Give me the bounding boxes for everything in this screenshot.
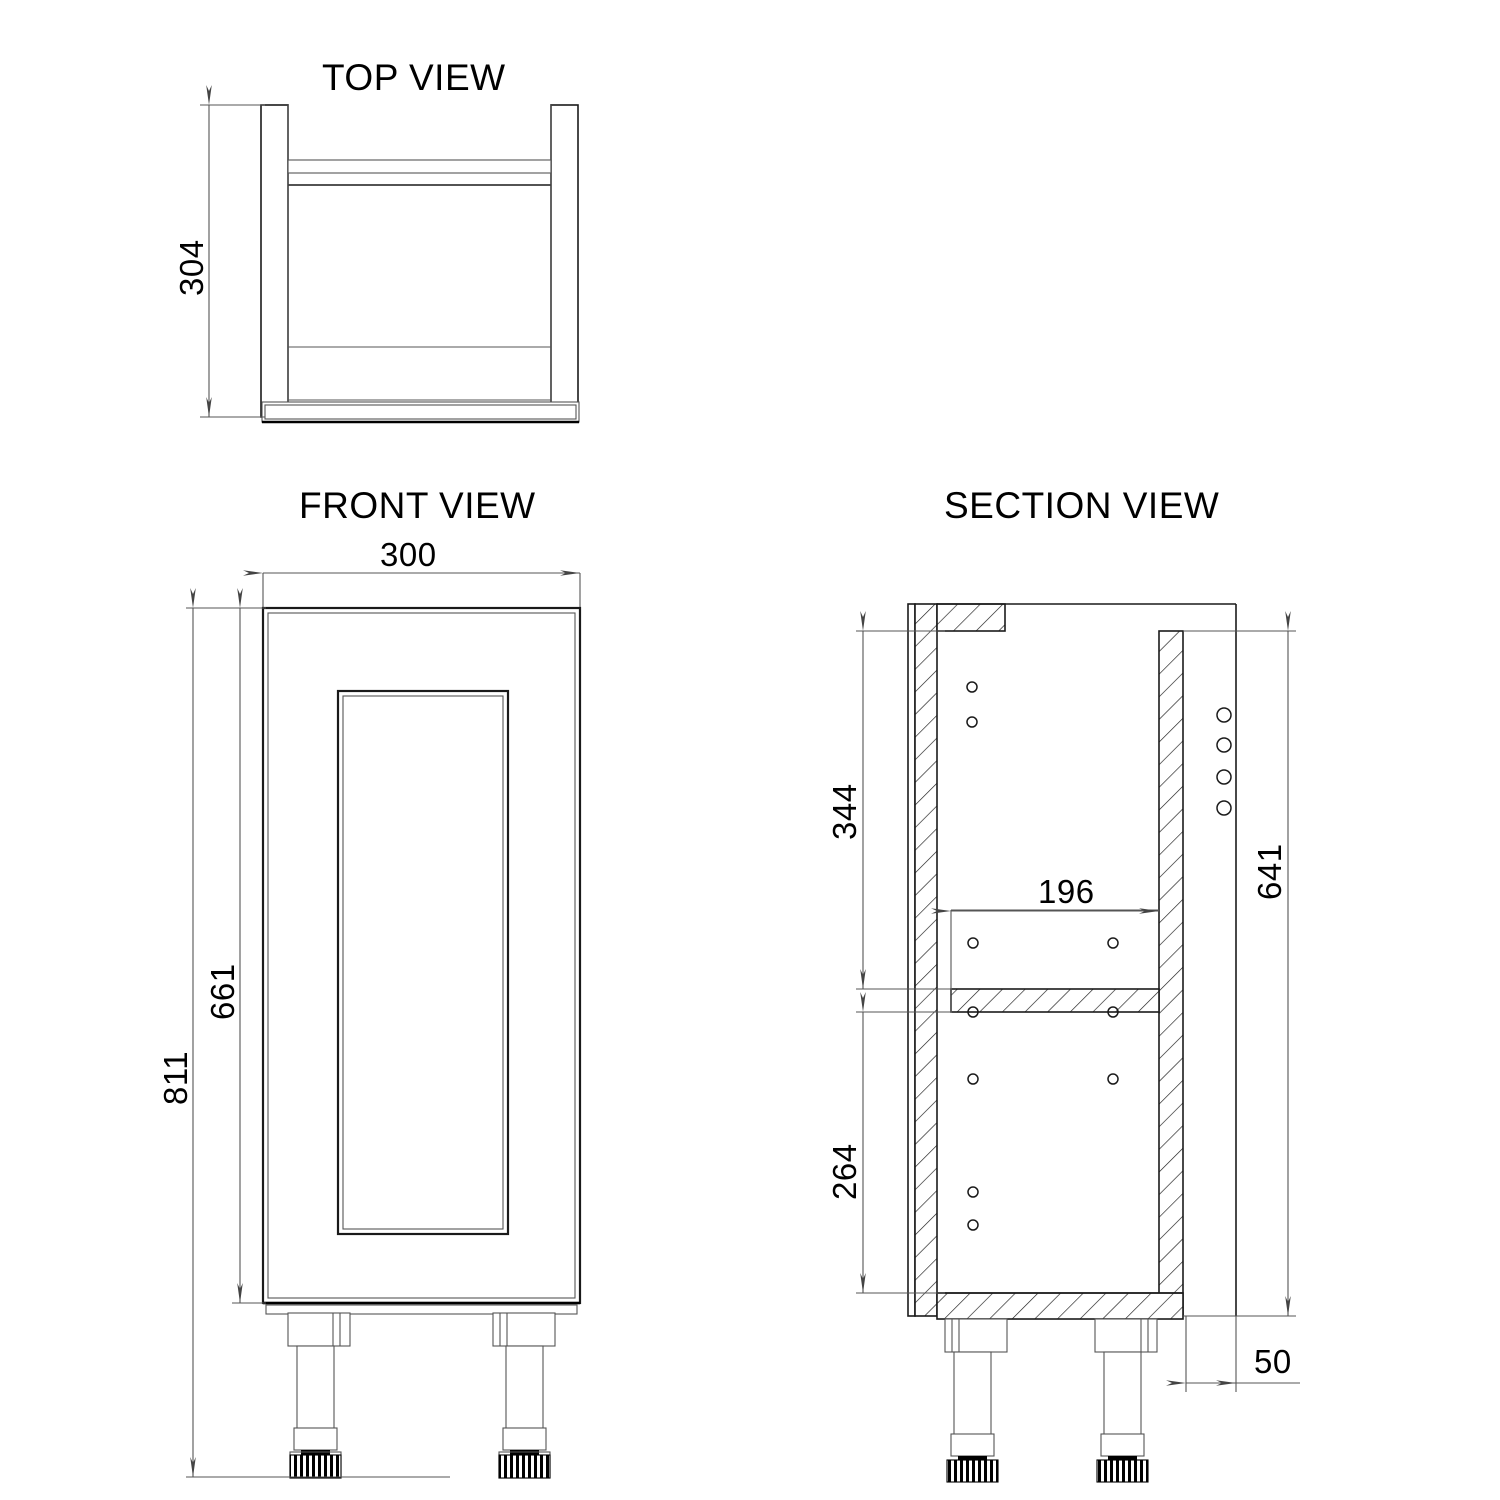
top-view-door-strip-inner <box>264 404 577 420</box>
leg-post <box>953 1351 992 1447</box>
section-plinth-label: 50 <box>1254 1343 1292 1380</box>
section-hole-lower-2 <box>1107 1073 1119 1085</box>
top-view-right-panel <box>550 104 579 418</box>
leg-post <box>296 1345 335 1441</box>
section-hole-shelf-bottom-right <box>1107 1006 1119 1018</box>
front-view-title: FRONT VIEW <box>299 485 536 526</box>
top-view-title: TOP VIEW <box>322 57 506 98</box>
leg-foot-knurl <box>946 1459 999 1483</box>
section-hole-lower-4 <box>967 1219 979 1231</box>
section-hole-right-2 <box>1216 737 1232 753</box>
leg-collar <box>950 1433 995 1457</box>
section-view-group: SECTION VIEW <box>826 485 1300 1483</box>
section-shelf-label: 196 <box>1038 873 1095 910</box>
section-total-label: 641 <box>1251 843 1288 900</box>
section-right-panel <box>1158 630 1184 1317</box>
top-view-depth-label: 304 <box>173 239 210 296</box>
top-view-rail-upper <box>287 159 552 174</box>
section-view-title: SECTION VIEW <box>944 485 1219 526</box>
section-top-rail <box>936 603 1006 632</box>
leg-bracket <box>944 1318 1008 1353</box>
front-view-leg-left <box>287 1312 351 1479</box>
section-left-panel <box>914 603 938 1317</box>
section-hole-left-1 <box>966 681 978 693</box>
section-middle-shelf <box>950 988 1160 1013</box>
section-door-leaf <box>907 603 916 1317</box>
section-view-leg-right <box>1094 1318 1158 1483</box>
leg-collar <box>1100 1433 1145 1457</box>
front-view-panel-inner <box>342 695 504 1230</box>
leg-bracket <box>287 1312 351 1347</box>
section-hole-right-3 <box>1216 769 1232 785</box>
leg-bracket <box>492 1312 556 1347</box>
section-hole-shelf-top-left <box>967 937 979 949</box>
leg-collar <box>502 1427 547 1451</box>
leg-bracket <box>1094 1318 1158 1353</box>
front-view-body-label: 661 <box>204 963 241 1020</box>
section-hole-right-4 <box>1216 800 1232 816</box>
section-hole-shelf-bottom-left <box>967 1006 979 1018</box>
section-bottom-panel <box>936 1292 1184 1320</box>
front-view-width-label: 300 <box>380 536 437 573</box>
section-hole-lower-3 <box>967 1186 979 1198</box>
section-hole-left-2 <box>966 716 978 728</box>
front-view-group: FRONT VIEW 300 <box>157 485 582 1479</box>
section-hole-shelf-top-right <box>1107 937 1119 949</box>
leg-collar <box>293 1427 338 1451</box>
front-view-leg-right <box>492 1312 556 1479</box>
leg-post <box>1103 1351 1142 1447</box>
section-lower-label: 264 <box>826 1143 863 1200</box>
leg-foot-knurl <box>289 1454 342 1479</box>
section-hole-lower-1 <box>967 1073 979 1085</box>
leg-foot-knurl <box>498 1454 551 1479</box>
section-hole-right-1 <box>1216 707 1232 723</box>
top-view-group: TOP VIEW 304 <box>173 57 580 424</box>
leg-post <box>505 1345 544 1441</box>
section-view-leg-left <box>944 1318 1008 1483</box>
front-view-plinth-strip <box>265 1304 578 1315</box>
front-view-height-label: 811 <box>157 1051 194 1105</box>
top-view-left-panel <box>260 104 289 418</box>
section-upper-label: 344 <box>826 783 863 840</box>
leg-foot-knurl <box>1096 1459 1149 1483</box>
